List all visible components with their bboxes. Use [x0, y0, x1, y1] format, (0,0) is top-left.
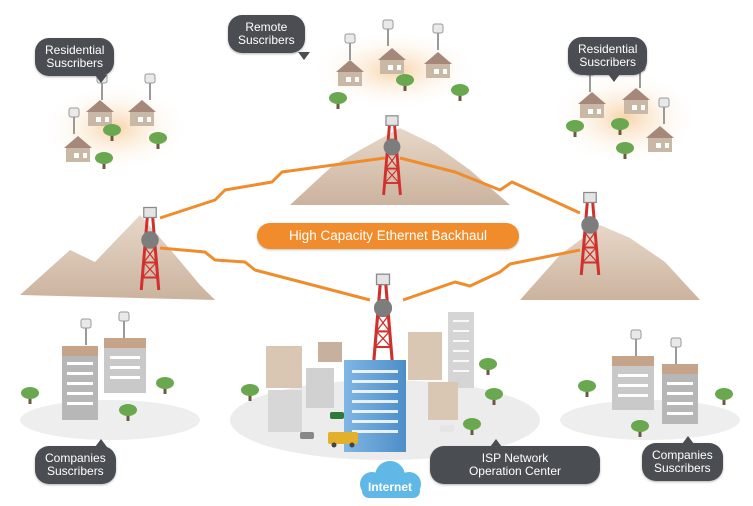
backhaul-links [159, 156, 581, 302]
companies-left-callout: Companies Suscribers [35, 439, 116, 484]
callout-line: Companies [652, 448, 713, 462]
backhaul-label: High Capacity Ethernet Backhaul [257, 223, 519, 249]
remote-group [310, 19, 480, 110]
isp-callout: ISP Network Operation Center [430, 439, 600, 484]
residential-left-group [40, 73, 190, 173]
cloud-icon [360, 461, 421, 498]
callout-line: Operation Center [468, 464, 562, 478]
residential-left-callout: Residential Suscribers [35, 38, 115, 83]
callout-line: Residential [578, 42, 638, 56]
callout-line: Suscribers [579, 55, 637, 69]
callout-line: Suscribers [238, 33, 295, 47]
callout-line: Suscribers [46, 56, 104, 70]
companies-right-group [560, 329, 740, 440]
residential-right-callout: Residential Suscribers [568, 37, 648, 82]
callout-line: Suscribers [654, 461, 711, 475]
companies-right-callout: Companies Suscribers [642, 436, 723, 481]
callout-line: Residential [45, 43, 105, 57]
remote-callout: Remote Suscribers [228, 15, 310, 60]
residential-right-group [550, 61, 700, 166]
companies-left-group [20, 311, 200, 440]
callout-line: Suscribers [47, 464, 104, 478]
isp-city-group [230, 312, 540, 460]
callout-line: Remote [245, 20, 288, 34]
callout-line: Companies [45, 451, 106, 465]
car-icon [300, 412, 454, 439]
bus-icon [328, 432, 358, 448]
callout-line: ISP Network [481, 451, 549, 465]
mountain-icon [20, 128, 700, 300]
internet-label: Internet [367, 480, 412, 494]
